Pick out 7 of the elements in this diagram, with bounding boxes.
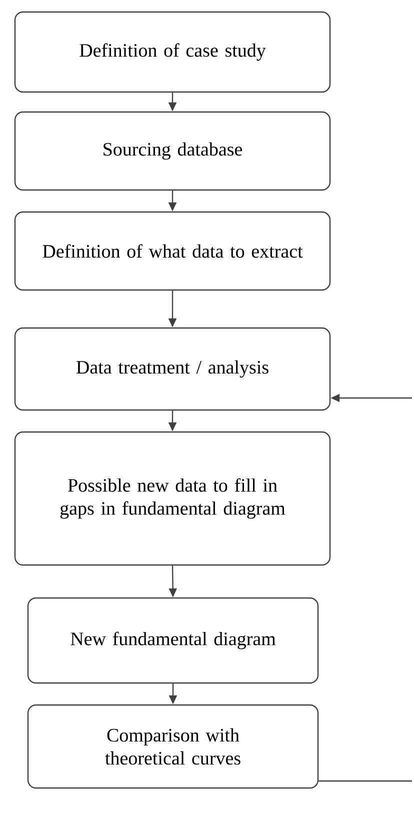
process-box: New fundamental diagram (27, 597, 319, 684)
process-box: Possible new data to fill in gaps in fundamental diagram (14, 431, 331, 566)
process-box: Definition of what data to extract (14, 211, 331, 291)
process-box: Definition of case study (14, 11, 331, 93)
process-box: Sourcing database (14, 111, 331, 191)
process-box: Data treatment / analysis (14, 327, 331, 411)
process-box: Comparison with theoretical curves (27, 704, 319, 789)
